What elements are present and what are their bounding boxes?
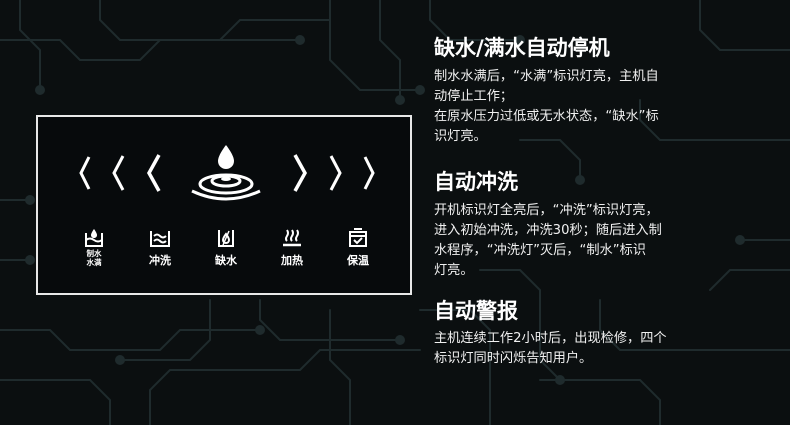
section-body: 主机连续工作2小时后，出现检修，四个 标识灯同时闪烁告知用户。	[434, 329, 774, 369]
section-body: 制水水满后，“水满”标识灯亮，主机自 动停止工作； 在原水压力过低或无水状态，“…	[434, 67, 774, 147]
chevron-left-icon	[79, 156, 91, 190]
keep-warm-icon	[349, 228, 367, 247]
indicator-label: 缺水	[215, 254, 237, 267]
low-water-icon	[218, 230, 234, 247]
body-line: 进入初始冲洗，冲洗30秒；随后进入制	[434, 223, 662, 238]
body-line: 水程序，“冲洗灯”灭后，“制水”标识	[434, 243, 646, 258]
section-title: 自动冲洗	[434, 170, 518, 194]
body-line: 开机标识灯全亮后，“冲洗”标识灯亮，	[434, 203, 659, 218]
flush-icon	[150, 231, 170, 247]
indicator-label: 水满	[86, 258, 102, 267]
indicator-water-full: 制水 水满	[74, 227, 114, 267]
indicator-label: 加热	[281, 254, 303, 267]
indicator-label: 冲洗	[149, 254, 171, 267]
indicator-low-water: 缺水	[206, 227, 246, 268]
section-title: 自动警报	[434, 299, 518, 323]
body-line: 在原水压力过低或无水状态，“缺水”标	[434, 109, 659, 124]
body-line: 主机连续工作2小时后，出现检修，四个	[434, 331, 667, 346]
section-auto-flush: 自动冲洗 开机标识灯全亮后，“冲洗”标识灯亮， 进入初始冲洗，冲洗30秒；随后进…	[434, 169, 774, 281]
control-panel: 制水 水满 冲洗 缺水	[36, 115, 412, 295]
indicator-row: 制水 水满 冲洗 缺水	[74, 227, 384, 277]
indicator-keep-warm: 保温	[338, 227, 378, 268]
body-line: 制水水满后，“水满”标识灯亮，主机自	[434, 69, 659, 84]
body-line: 灯亮。	[434, 263, 474, 278]
body-line: 标识灯同时闪烁告知用户。	[434, 351, 593, 366]
indicator-label: 制水	[86, 249, 102, 258]
indicator-label: 保温	[347, 254, 369, 267]
indicator-heating: 加热	[272, 227, 312, 268]
section-title: 缺水/满水自动停机	[434, 36, 610, 60]
water-tank-icon	[85, 229, 103, 247]
chevron-right-icon	[293, 154, 308, 192]
section-auto-stop: 缺水/满水自动停机 制水水满后，“水满”标识灯亮，主机自 动停止工作； 在原水压…	[434, 35, 774, 147]
body-line: 识灯亮。	[434, 129, 487, 144]
chevron-row	[38, 139, 410, 209]
chevron-left-icon	[112, 155, 125, 191]
indicator-flush: 冲洗	[140, 227, 180, 268]
water-drop-ripple-icon	[188, 141, 264, 209]
section-body: 开机标识灯全亮后，“冲洗”标识灯亮， 进入初始冲洗，冲洗30秒；随后进入制 水程…	[434, 201, 774, 281]
chevron-right-icon	[363, 156, 375, 190]
heating-icon	[283, 229, 301, 247]
section-auto-alarm: 自动警报 主机连续工作2小时后，出现检修，四个 标识灯同时闪烁告知用户。	[434, 298, 774, 369]
body-line: 动停止工作；	[434, 89, 514, 104]
chevron-right-icon	[329, 155, 342, 191]
chevron-left-icon	[146, 154, 161, 192]
